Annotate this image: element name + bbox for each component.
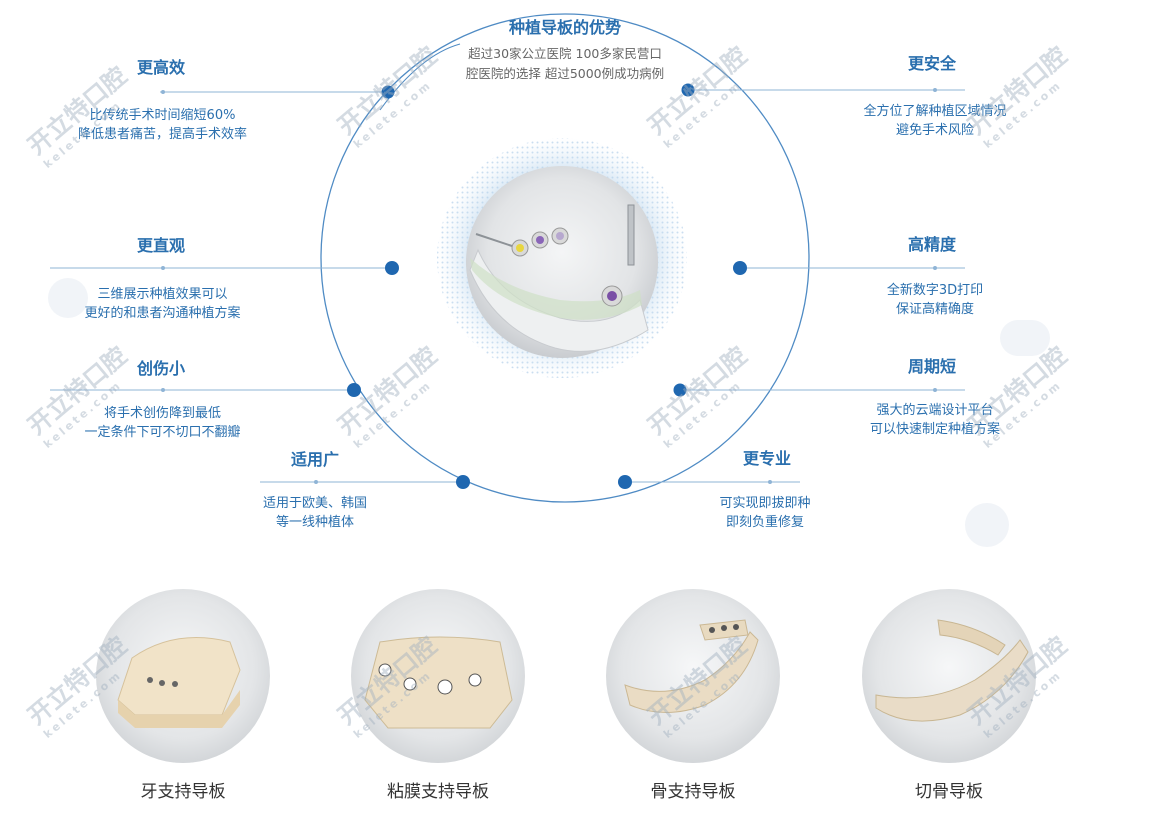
guide-label-tooth-supported: 牙支持导板 [140,782,226,802]
cloud-icon-bg [1000,320,1050,356]
feature-title-precision: 高精度 [908,235,957,254]
node-dot [673,383,687,397]
feature-desc-line: 一定条件下可不切口不翻瓣 [84,425,241,440]
feature-desc-line: 更好的和患者沟通种植方案 [84,306,241,321]
feature-desc-line: 即刻负重修复 [725,515,804,530]
feature-desc-line: 强大的云端设计平台 [876,403,994,418]
feature-desc-safer: 全方位了解种植区域情况 避免手术风险 [835,102,1035,140]
bone-supported-guide-photo [606,589,780,763]
feature-desc-professional: 可实现即拔即种 即刻负重修复 [690,494,840,532]
user-icon-bg [48,278,88,318]
feature-desc-line: 将手术创伤降到最低 [103,406,221,421]
node-dot [385,261,399,275]
feature-desc-line: 全新数字3D打印 [886,283,984,298]
feature-desc-precision: 全新数字3D打印 保证高精确度 [835,281,1035,319]
node-dot [733,261,747,275]
center-title: 种植导板的优势 [508,18,621,37]
node-dot [381,85,395,99]
feature-desc-line: 适用于欧美、韩国 [262,496,367,511]
guide-photos [96,589,1036,763]
feature-desc-minimal-trauma: 将手术创伤降到最低 一定条件下可不切口不翻瓣 [55,404,270,442]
feature-desc-line: 避免手术风险 [895,123,974,138]
feature-desc-short-cycle: 强大的云端设计平台 可以快速制定种植方案 [835,401,1035,439]
guide-label-mucosa-supported: 粘膜支持导板 [387,782,489,802]
feature-desc-line: 可以快速制定种植方案 [869,422,1000,437]
osteotomy-guide-photo [862,589,1036,763]
tooth-supported-guide-photo [96,589,270,763]
node-dot [456,475,470,489]
node-dot [347,383,361,397]
orbit-arc [379,43,461,111]
center-desc-line: 腔医院的选择 超过5000例成功病例 [465,66,665,81]
feature-desc-intuitive: 三维展示种植效果可以 更好的和患者沟通种植方案 [55,285,270,323]
feature-desc-line: 可实现即拔即种 [719,496,811,511]
feature-desc-wide-use: 适用于欧美、韩国 等一线种植体 [240,494,390,532]
center-desc: 超过30家公立医院 100多家民营口 腔医院的选择 超过5000例成功病例 [430,44,700,84]
feature-title-efficient: 更高效 [137,58,186,77]
advantage-diagram [50,13,965,503]
feature-desc-line: 降低患者痛苦，提高手术效率 [77,127,247,142]
feature-title-minimal-trauma: 创伤小 [137,359,186,378]
feature-desc-line: 等一线种植体 [275,515,354,530]
feature-desc-line: 保证高精确度 [895,302,974,317]
feature-title-intuitive: 更直观 [137,236,186,255]
feature-desc-efficient: 比传统手术时间缩短60% 降低患者痛苦，提高手术效率 [55,106,270,144]
feature-title-safer: 更安全 [908,54,957,73]
mucosa-supported-guide-photo [351,589,525,763]
feature-title-professional: 更专业 [743,449,792,468]
node-dot [618,475,632,489]
orbit-circle [320,13,810,503]
feature-desc-line: 三维展示种植效果可以 [97,287,228,302]
feature-desc-line: 比传统手术时间缩短60% [89,108,236,123]
user-icon-bg-right [965,503,1009,547]
feature-title-short-cycle: 周期短 [908,357,957,376]
implant-guide-illustration [469,204,649,352]
guide-label-osteotomy: 切骨导板 [915,782,983,802]
guide-label-bone-supported: 骨支持导板 [650,782,736,802]
feature-title-wide-use: 适用广 [291,450,340,469]
center-desc-line: 超过30家公立医院 100多家民营口 [468,46,662,61]
node-dot [681,83,695,97]
feature-desc-line: 全方位了解种植区域情况 [863,104,1007,119]
